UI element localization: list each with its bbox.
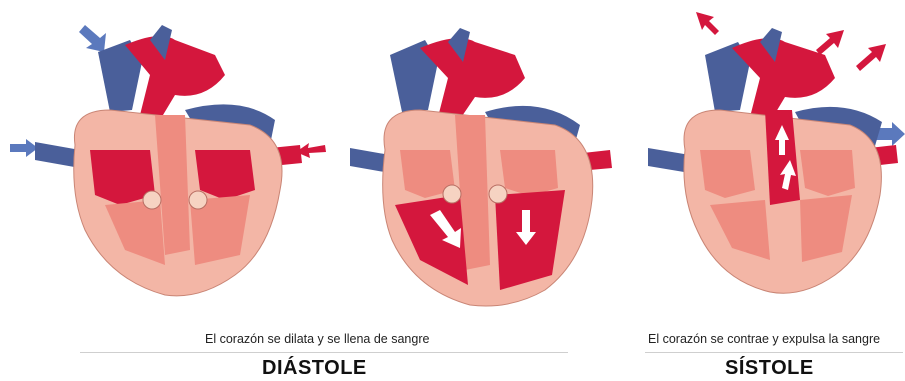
systole-description: El corazón se contrae y expulsa la sangr…: [648, 332, 880, 346]
systole-divider: [645, 352, 903, 353]
left-atrium: [800, 150, 855, 196]
heart-diastole-filled: [330, 0, 620, 320]
heart-diastole-filling: [0, 0, 330, 310]
mitral-valve: [189, 191, 207, 209]
vein-left: [35, 142, 80, 168]
arrow-in-icon: [10, 139, 38, 157]
arrow-out-icon: [856, 44, 886, 71]
tricuspid-valve: [443, 185, 461, 203]
right-atrium: [700, 150, 755, 198]
diastole-title: DIÁSTOLE: [262, 357, 367, 380]
heart-systole: [620, 0, 905, 320]
arrow-out-icon: [696, 12, 719, 35]
mitral-valve: [489, 185, 507, 203]
tricuspid-valve: [143, 191, 161, 209]
arrow-in-icon: [79, 25, 106, 52]
systole-title: SÍSTOLE: [725, 357, 814, 380]
diastole-divider: [80, 352, 568, 353]
left-atrium: [500, 150, 558, 196]
arrow-out-icon: [816, 30, 844, 55]
diastole-description: El corazón se dilata y se llena de sangr…: [205, 332, 429, 346]
